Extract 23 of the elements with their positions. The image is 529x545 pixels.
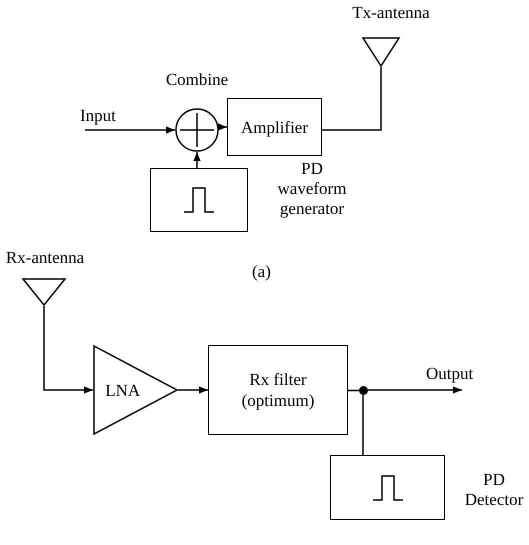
component-label: Rx-antenna [4,248,86,268]
arrow [178,386,208,394]
block-label: Amplifier [240,116,308,138]
edge-label: Output [426,364,474,384]
component-label: PD Detector [464,470,524,510]
arrow [43,306,93,394]
component-label: PD waveform generator [276,159,348,219]
block-label: Rx filter (optimum) [240,369,316,411]
junction-dot [359,386,368,395]
connector-line [322,67,382,131]
connector-line [362,395,364,455]
arrow [85,126,175,134]
component-label: Tx-antenna [351,3,431,23]
component-label: Combine [164,70,230,90]
arrow [218,123,227,131]
panel-label: (a) [252,262,271,282]
block-label: LNA [105,380,140,400]
block-box [227,98,322,156]
arrow [368,386,462,394]
connector-line [348,390,359,392]
block-box [208,345,348,435]
edge-label: Input [80,106,116,126]
arrow [193,152,201,168]
